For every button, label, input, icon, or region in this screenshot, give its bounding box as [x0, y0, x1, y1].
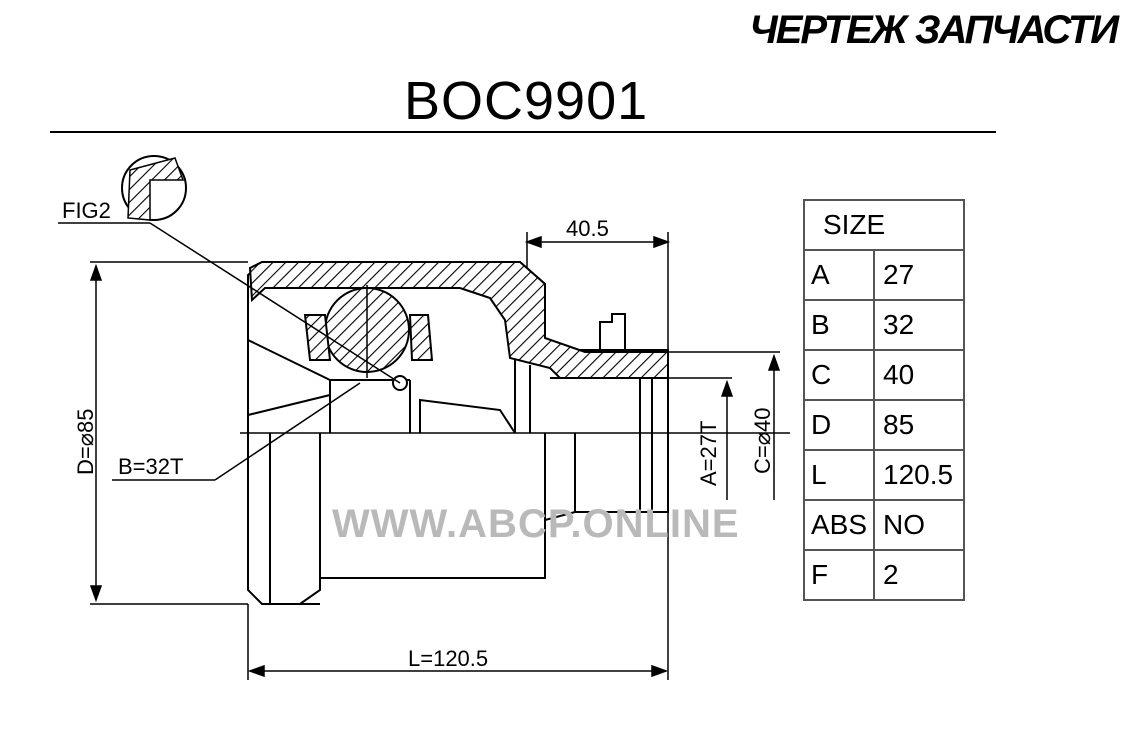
size-value: 120.5	[873, 449, 965, 501]
table-row: D 85	[803, 399, 965, 451]
table-row: B 32	[803, 299, 965, 351]
dim-top	[524, 232, 671, 352]
fig2-leader	[149, 222, 401, 384]
table-row: L 120.5	[803, 449, 965, 501]
table-row: C 40	[803, 349, 965, 401]
dim-c-label: C=⌀40	[750, 408, 775, 474]
table-row: F 2	[803, 549, 965, 601]
size-key: C	[803, 349, 875, 401]
spline-stub	[599, 313, 626, 350]
size-table-header: SIZE	[803, 199, 965, 251]
header-title: ЧЕРТЕЖ ЗАПЧАСТИ	[749, 8, 1119, 52]
fig2-label: FIG2	[62, 198, 111, 223]
table-row: ABS NO	[803, 499, 965, 551]
size-value: 40	[873, 349, 965, 401]
dim-a-label: A=27T	[696, 421, 721, 486]
size-key: L	[803, 449, 875, 501]
part-number: BOC9901	[404, 71, 649, 131]
size-value: 85	[873, 399, 965, 451]
size-value: 32	[873, 299, 965, 351]
size-value: 27	[873, 249, 965, 301]
dim-l	[247, 512, 669, 680]
title-divider	[50, 131, 996, 133]
housing-section-hatch	[248, 261, 669, 379]
roller-cage	[303, 314, 332, 361]
size-table-header-row: SIZE	[803, 199, 965, 251]
dim-d-label: D=⌀85	[73, 409, 98, 475]
housing-body	[247, 261, 669, 605]
size-value: 2	[873, 549, 965, 601]
size-table: SIZE A 27 B 32 C 40 D 85 L 120.5 ABS NO …	[803, 199, 965, 601]
dim-top-label: 40.5	[566, 216, 609, 241]
size-key: ABS	[803, 499, 875, 551]
size-key: F	[803, 549, 875, 601]
dim-l-label: L=120.5	[408, 646, 488, 671]
dim-c	[668, 351, 781, 500]
size-key: A	[803, 249, 875, 301]
table-row: A 27	[803, 249, 965, 301]
dim-b-label: B=32T	[118, 454, 183, 479]
dim-a	[668, 377, 734, 500]
size-key: B	[803, 299, 875, 351]
dim-d	[89, 261, 248, 605]
size-key: D	[803, 399, 875, 451]
watermark: WWW.ABCP.ONLINE	[332, 502, 740, 546]
b-leader	[214, 382, 361, 481]
size-value: NO	[873, 499, 965, 551]
